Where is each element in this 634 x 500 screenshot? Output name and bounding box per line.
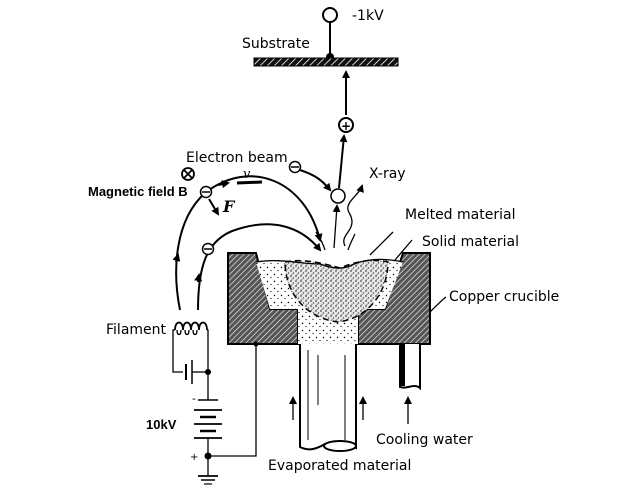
copper-crucible	[227, 231, 447, 345]
electron-beam-label: Electron beam	[186, 150, 288, 166]
voltage-supply-label: 10kV	[146, 417, 177, 432]
substrate-label: Substrate	[242, 36, 310, 52]
hv-minus-sign: -	[192, 392, 196, 405]
ion-path: +	[330, 70, 354, 249]
atom-icon	[330, 188, 346, 204]
hv-plus-sign: +	[190, 452, 198, 463]
force-vector	[208, 198, 220, 216]
beam-direction-arrow	[194, 273, 203, 283]
substrate-voltage-label: -1kV	[352, 8, 384, 24]
electron-on-outer-beam	[199, 185, 213, 199]
cooling-pipe-shade	[401, 344, 405, 386]
positive-ion-icon	[338, 117, 354, 133]
xray-label: X-ray	[369, 166, 406, 182]
solid-material-label: Solid material	[422, 234, 519, 250]
cooling-water-pipe	[399, 344, 421, 424]
crucible-ground-lead	[208, 344, 257, 457]
secondary-electron-path	[299, 169, 332, 192]
copper-crucible-leader	[429, 296, 447, 313]
ion-plus-symbol: +	[341, 119, 351, 133]
vapor-arrow-to-atom	[332, 204, 341, 249]
vapor-line	[315, 231, 326, 251]
filament-lead-left	[172, 329, 183, 373]
copper-crucible-label: Copper crucible	[449, 289, 559, 305]
force-label: F	[222, 197, 236, 216]
feed-rod	[289, 344, 367, 452]
evaporated-material-label: Evaporated material	[268, 458, 411, 474]
melted-material-leader	[369, 231, 394, 256]
beam-direction-arrow	[172, 253, 181, 263]
vapor-line	[347, 233, 356, 251]
solid-material-leader	[394, 239, 413, 261]
filament-coil-icon	[174, 321, 208, 336]
filament-circuit: - +	[172, 321, 259, 485]
substrate-assembly: -1kV Substrate	[242, 7, 399, 67]
velocity-label: v	[243, 167, 251, 182]
terminal-icon	[322, 7, 338, 23]
melted-pool	[284, 259, 389, 323]
magnetic-field-into-page-icon	[181, 167, 195, 181]
cooling-water-label: Cooling water	[376, 432, 473, 448]
filament-lead-right	[207, 329, 209, 372]
substrate-plate	[253, 57, 399, 67]
secondary-electron	[288, 160, 332, 192]
filament-label: Filament	[106, 322, 167, 338]
xray-wave	[343, 184, 364, 247]
melted-material-label: Melted material	[405, 207, 515, 223]
material-surface	[255, 258, 404, 269]
electron-on-inner-beam	[201, 242, 215, 256]
ion-arrow-from-atom	[338, 134, 348, 189]
beam-direction-arrow	[217, 180, 230, 189]
feed-rod-end	[323, 440, 357, 452]
velocity-vector	[236, 180, 263, 185]
electron-beams: v F	[172, 167, 323, 311]
magnetic-field-label: Magnetic field B	[88, 184, 188, 199]
junction-dot	[253, 341, 259, 347]
